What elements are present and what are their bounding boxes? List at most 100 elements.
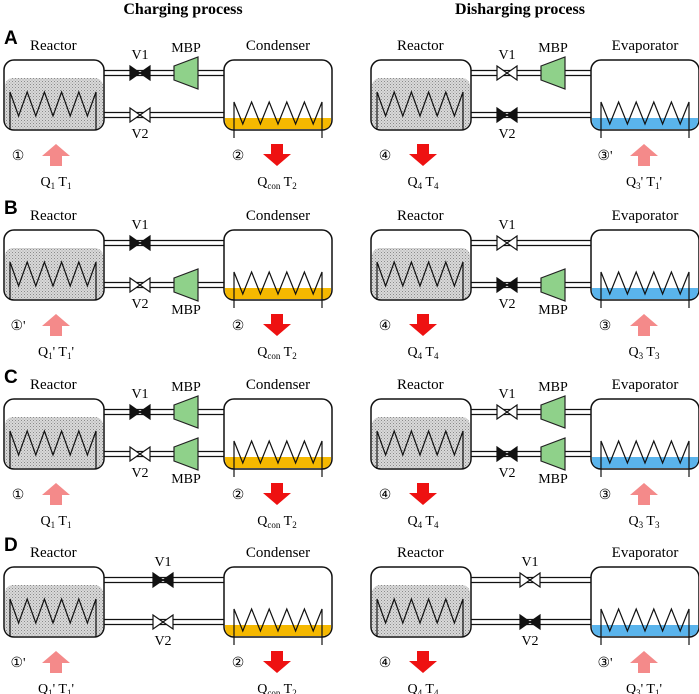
valve-v1 <box>152 571 174 589</box>
heat-temperature-label: Q4 T4 <box>408 514 439 530</box>
vessel-heat-exchanger-coil <box>233 100 323 138</box>
mbp-label: MBP <box>171 41 201 56</box>
heat-input-arrow <box>42 651 70 673</box>
reactor-label: Reactor <box>30 38 77 54</box>
valve-v2-label: V2 <box>131 127 148 142</box>
valve-v1-label: V1 <box>498 387 515 402</box>
valve-v2 <box>129 445 151 463</box>
state-number: ① <box>12 488 25 503</box>
reactor-vessel <box>370 566 472 638</box>
heat-output-arrow <box>409 314 437 336</box>
vessel-label: Evaporator <box>612 545 679 561</box>
reactor-label: Reactor <box>397 377 444 393</box>
vessel-heat-exchanger-coil <box>233 439 323 477</box>
heat-temperature-label: Qcon T2 <box>257 175 296 191</box>
heat-output-arrow <box>409 483 437 505</box>
reactor-vessel <box>3 566 105 638</box>
heat-temperature-label: Q1' T1' <box>38 682 74 694</box>
vessel-label: Condenser <box>246 545 310 561</box>
mbp-label: MBP <box>538 380 568 395</box>
heat-temperature-label: Q1' T1' <box>38 345 74 361</box>
reactor-heat-exchanger-coil <box>9 597 97 637</box>
heat-output-arrow <box>409 651 437 673</box>
valve-v2 <box>152 613 174 631</box>
valve-v1 <box>496 234 518 252</box>
state-number: ③' <box>597 149 612 164</box>
vessel-heat-exchanger-coil <box>600 439 690 477</box>
mbp-pump <box>540 268 566 302</box>
heat-temperature-label: Qcon T2 <box>257 682 296 694</box>
heat-input-arrow <box>630 144 658 166</box>
reactor-vessel <box>3 59 105 131</box>
vessel-label: Evaporator <box>612 208 679 224</box>
state-number: ④ <box>379 656 392 671</box>
state-number: ①' <box>10 656 25 671</box>
reactor-heat-exchanger-coil <box>9 260 97 300</box>
heat-output-arrow <box>263 651 291 673</box>
valve-v1 <box>129 403 151 421</box>
state-number: ③ <box>599 319 612 334</box>
heat-output-arrow <box>263 314 291 336</box>
mbp-pump <box>173 268 199 302</box>
valve-v1 <box>519 571 541 589</box>
mbp-pump <box>540 395 566 429</box>
reactor-vessel <box>3 229 105 301</box>
valve-v2-label: V2 <box>154 634 171 649</box>
valve-v1-label: V1 <box>498 218 515 233</box>
charging-process-header: Charging process <box>123 1 242 18</box>
reactor-label: Reactor <box>30 208 77 224</box>
heat-temperature-label: Q1 T1 <box>41 175 72 191</box>
vessel-label: Condenser <box>246 377 310 393</box>
condenser-vessel <box>223 566 333 645</box>
valve-v2-label: V2 <box>131 466 148 481</box>
condenser-vessel <box>223 398 333 477</box>
reactor-heat-exchanger-coil <box>376 429 464 469</box>
mbp-pump <box>173 395 199 429</box>
reactor-heat-exchanger-coil <box>376 90 464 130</box>
state-number: ② <box>232 656 245 671</box>
state-number: ② <box>232 488 245 503</box>
valve-v1-label: V1 <box>131 218 148 233</box>
heat-temperature-label: Q4 T4 <box>408 345 439 361</box>
vessel-heat-exchanger-coil <box>600 270 690 308</box>
heat-output-arrow <box>263 483 291 505</box>
panel-letter: C <box>4 367 18 388</box>
state-number: ③' <box>597 656 612 671</box>
heat-temperature-label: Qcon T2 <box>257 345 296 361</box>
heat-input-arrow <box>42 144 70 166</box>
vessel-label: Condenser <box>246 38 310 54</box>
state-number: ① <box>12 149 25 164</box>
valve-v1 <box>129 234 151 252</box>
valve-v2 <box>496 106 518 124</box>
state-number: ④ <box>379 149 392 164</box>
heat-input-arrow <box>630 651 658 673</box>
heat-output-arrow <box>409 144 437 166</box>
heat-input-arrow <box>42 483 70 505</box>
reactor-heat-exchanger-coil <box>9 429 97 469</box>
heat-temperature-label: Q3' T1' <box>626 682 662 694</box>
reactor-label: Reactor <box>30 377 77 393</box>
state-number: ② <box>232 149 245 164</box>
mbp-pump <box>540 56 566 90</box>
valve-v2 <box>519 613 541 631</box>
condenser-vessel <box>223 229 333 308</box>
heat-temperature-label: Qcon T2 <box>257 514 296 530</box>
heat-temperature-label: Q1 T1 <box>41 514 72 530</box>
valve-v2-label: V2 <box>498 297 515 312</box>
valve-v2-label: V2 <box>498 466 515 481</box>
heat-temperature-label: Q3' T1' <box>626 175 662 191</box>
evaporator-vessel <box>590 566 699 645</box>
reactor-label: Reactor <box>397 38 444 54</box>
reactor-heat-exchanger-coil <box>376 260 464 300</box>
evaporator-vessel <box>590 59 699 138</box>
reactor-vessel <box>370 59 472 131</box>
reactor-vessel <box>370 398 472 470</box>
vessel-heat-exchanger-coil <box>600 100 690 138</box>
heat-temperature-label: Q4 T4 <box>408 175 439 191</box>
